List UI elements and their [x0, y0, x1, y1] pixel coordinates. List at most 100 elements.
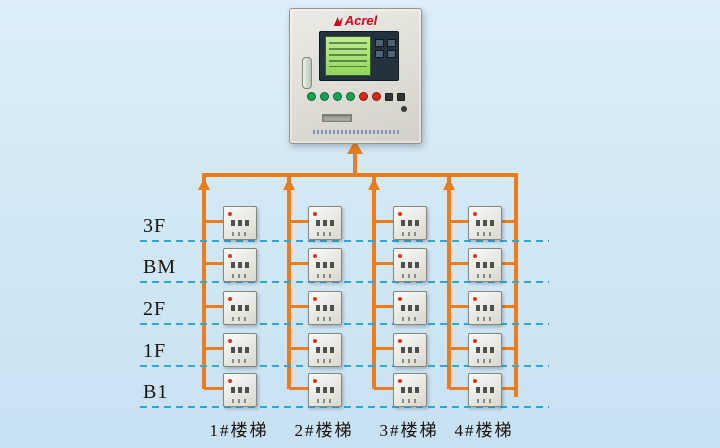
- lcd-text-lines: [329, 42, 367, 67]
- device-display: [476, 220, 494, 226]
- alarm-led-icon: [228, 297, 232, 301]
- dark-switch-icon: [396, 92, 405, 101]
- monitor-device-r2-c4: [468, 248, 502, 282]
- device-display: [316, 262, 334, 268]
- device-display: [401, 347, 419, 353]
- alarm-led-icon: [473, 379, 477, 383]
- device-terminals: [232, 274, 246, 278]
- alarm-led-icon: [398, 339, 402, 343]
- device-display: [476, 347, 494, 353]
- device-display: [401, 387, 419, 393]
- alarm-led-icon: [313, 297, 317, 301]
- alarm-led-icon: [228, 379, 232, 383]
- floor-label-BM: BM: [143, 256, 177, 278]
- staircase-label-1: 1#楼梯: [209, 421, 269, 440]
- device-display: [231, 347, 249, 353]
- alarm-led-icon: [313, 212, 317, 216]
- floor-label-3F: 3F: [143, 215, 167, 237]
- alarm-led-icon: [398, 254, 402, 258]
- device-display: [231, 387, 249, 393]
- floor-label-B1: B1: [143, 381, 169, 403]
- monitor-device-r1-c3: [393, 206, 427, 240]
- red-indicator-icon: [358, 92, 368, 101]
- device-terminals: [402, 399, 416, 403]
- device-display: [316, 347, 334, 353]
- device-terminals: [477, 232, 491, 236]
- device-terminals: [317, 317, 331, 321]
- device-stubs: [204, 220, 516, 390]
- device-terminals: [477, 399, 491, 403]
- device-display: [476, 387, 494, 393]
- monitor-device-r2-c1: [223, 248, 257, 282]
- bus-trunk: [202, 173, 518, 177]
- indicator-button-row: [290, 92, 421, 101]
- monitor-device-r5-c3: [393, 373, 427, 407]
- monitor-device-r1-c2: [308, 206, 342, 240]
- alarm-led-icon: [313, 339, 317, 343]
- panel-slot: [322, 114, 352, 122]
- staircase-label-3: 3#楼梯: [379, 421, 439, 440]
- dark-switch-icon: [384, 92, 393, 101]
- device-display: [401, 305, 419, 311]
- key-lock-icon: [401, 106, 407, 112]
- alarm-led-icon: [398, 379, 402, 383]
- green-indicator-icon: [345, 92, 355, 101]
- alarm-led-icon: [473, 212, 477, 216]
- monitor-device-r3-c4: [468, 291, 502, 325]
- green-indicator-icon: [319, 92, 329, 101]
- monitor-device-r4-c3: [393, 333, 427, 367]
- alarm-led-icon: [473, 339, 477, 343]
- device-terminals: [317, 274, 331, 278]
- device-terminals: [402, 274, 416, 278]
- device-terminals: [477, 274, 491, 278]
- device-terminals: [317, 399, 331, 403]
- monitor-device-r1-c4: [468, 206, 502, 240]
- device-display: [401, 262, 419, 268]
- brand-icon: [333, 17, 343, 26]
- level-indicator: [302, 57, 312, 89]
- device-display: [231, 305, 249, 311]
- device-terminals: [477, 359, 491, 363]
- staircase-label-2: 2#楼梯: [294, 421, 354, 440]
- device-terminals: [402, 317, 416, 321]
- brand-name: Acrel: [344, 13, 378, 28]
- device-terminals: [232, 317, 246, 321]
- fire-monitor-cabinet: Acrel: [289, 8, 422, 144]
- display-panel: [319, 31, 399, 81]
- panel-keys: [375, 39, 396, 58]
- alarm-led-icon: [398, 212, 402, 216]
- monitor-device-r4-c1: [223, 333, 257, 367]
- monitor-device-r5-c4: [468, 373, 502, 407]
- device-display: [316, 305, 334, 311]
- device-display: [316, 220, 334, 226]
- green-indicator-icon: [332, 92, 342, 101]
- device-display: [231, 262, 249, 268]
- device-display: [316, 387, 334, 393]
- device-terminals: [232, 399, 246, 403]
- device-terminals: [232, 232, 246, 236]
- staircase-label-4: 4#楼梯: [454, 421, 514, 440]
- device-terminals: [317, 232, 331, 236]
- alarm-led-icon: [228, 254, 232, 258]
- device-terminals: [402, 359, 416, 363]
- device-display: [476, 305, 494, 311]
- alarm-led-icon: [313, 379, 317, 383]
- monitor-device-r5-c1: [223, 373, 257, 407]
- device-display: [231, 220, 249, 226]
- device-terminals: [477, 317, 491, 321]
- alarm-led-icon: [228, 339, 232, 343]
- cabinet-arrow: [347, 140, 363, 175]
- monitor-device-r5-c2: [308, 373, 342, 407]
- monitor-device-r3-c2: [308, 291, 342, 325]
- device-terminals: [232, 359, 246, 363]
- device-display: [476, 262, 494, 268]
- green-indicator-icon: [306, 92, 316, 101]
- monitor-device-r4-c4: [468, 333, 502, 367]
- alarm-led-icon: [398, 297, 402, 301]
- monitor-device-r2-c2: [308, 248, 342, 282]
- cabinet-caption-text: [312, 130, 399, 134]
- device-terminals: [402, 232, 416, 236]
- lcd-screen: [325, 36, 371, 76]
- device-terminals: [317, 359, 331, 363]
